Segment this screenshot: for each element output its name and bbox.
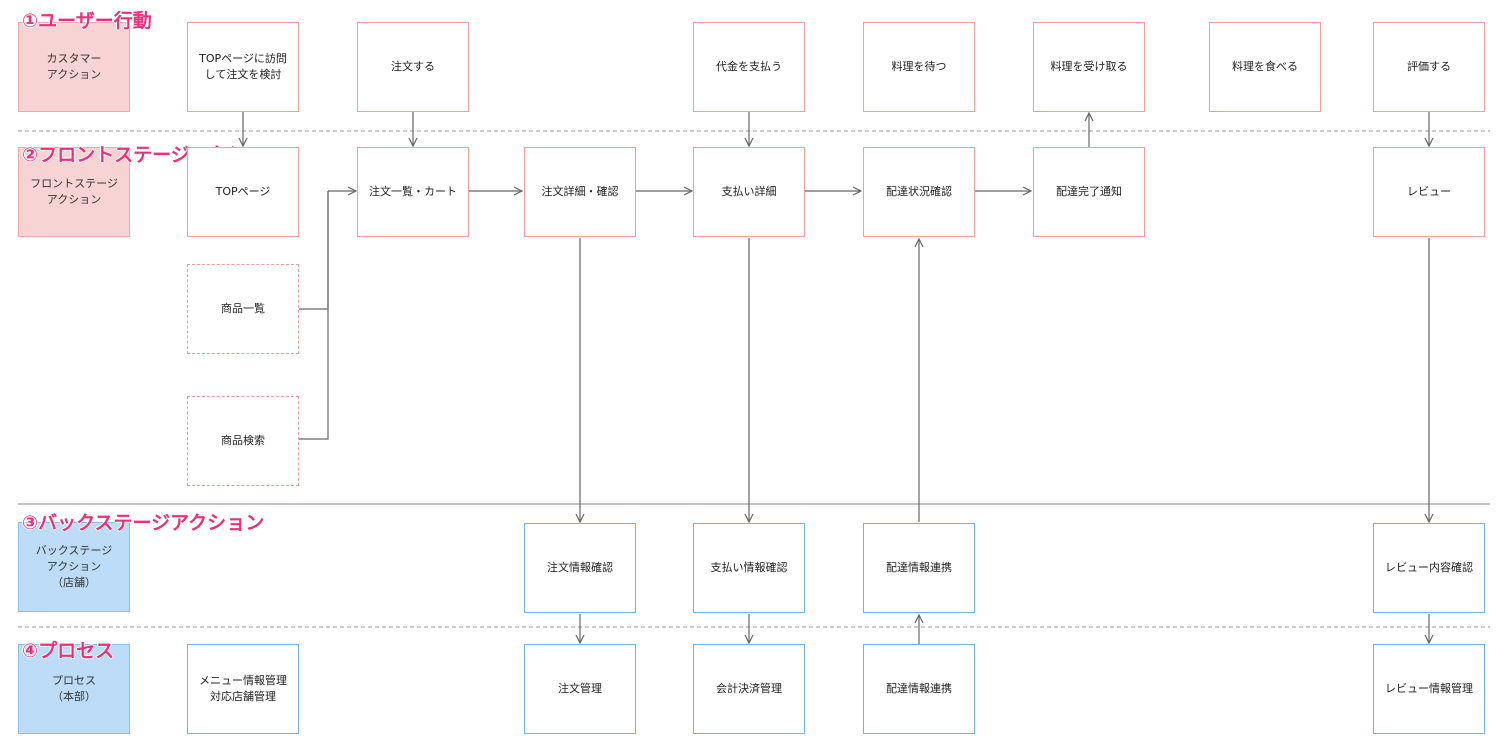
customer-rate: 評価する xyxy=(1373,22,1485,112)
customer-wait: 料理を待つ xyxy=(863,22,975,112)
lane-front-stage-action: フロントステージ アクション xyxy=(18,147,130,237)
elbow-product-list xyxy=(299,191,329,310)
elbow-product-search xyxy=(299,191,329,440)
front-order-detail: 注文詳細・確認 xyxy=(524,147,636,237)
process-accounting: 会計決済管理 xyxy=(693,644,805,734)
front-order-cart: 注文一覧・カート xyxy=(357,147,469,237)
back-payment-info: 支払い情報確認 xyxy=(693,523,805,613)
front-delivery-complete: 配達完了通知 xyxy=(1033,147,1145,237)
front-payment-detail: 支払い詳細 xyxy=(693,147,805,237)
front-product-list: 商品一覧 xyxy=(187,264,299,354)
heading-back-stage: ③バックステージアクション xyxy=(22,512,265,534)
front-review: レビュー xyxy=(1373,147,1485,237)
back-delivery-link: 配達情報連携 xyxy=(863,523,975,613)
heading-process: ④プロセス xyxy=(22,640,115,662)
customer-order: 注文する xyxy=(357,22,469,112)
back-order-info: 注文情報確認 xyxy=(524,523,636,613)
process-order-mgmt: 注文管理 xyxy=(524,644,636,734)
heading-user-action: ①ユーザー行動 xyxy=(22,10,152,32)
process-menu-mgmt: メニュー情報管理 対応店舗管理 xyxy=(187,644,299,734)
lane-back-stage-action: バックステージ アクション （店舗） xyxy=(18,522,130,612)
customer-visit-top: TOPページに訪問 して注文を検討 xyxy=(187,22,299,112)
front-top-page: TOPページ xyxy=(187,147,299,237)
process-review-mgmt: レビュー情報管理 xyxy=(1373,644,1485,734)
customer-receive: 料理を受け取る xyxy=(1033,22,1145,112)
front-product-search: 商品検索 xyxy=(187,396,299,486)
front-delivery-status: 配達状況確認 xyxy=(863,147,975,237)
lane-process: プロセス （本部） xyxy=(18,644,130,734)
back-review-check: レビュー内容確認 xyxy=(1373,523,1485,613)
customer-pay: 代金を支払う xyxy=(693,22,805,112)
customer-eat: 料理を食べる xyxy=(1209,22,1321,112)
process-delivery-link: 配達情報連携 xyxy=(863,644,975,734)
lane-customer-action: カスタマー アクション xyxy=(18,22,130,112)
